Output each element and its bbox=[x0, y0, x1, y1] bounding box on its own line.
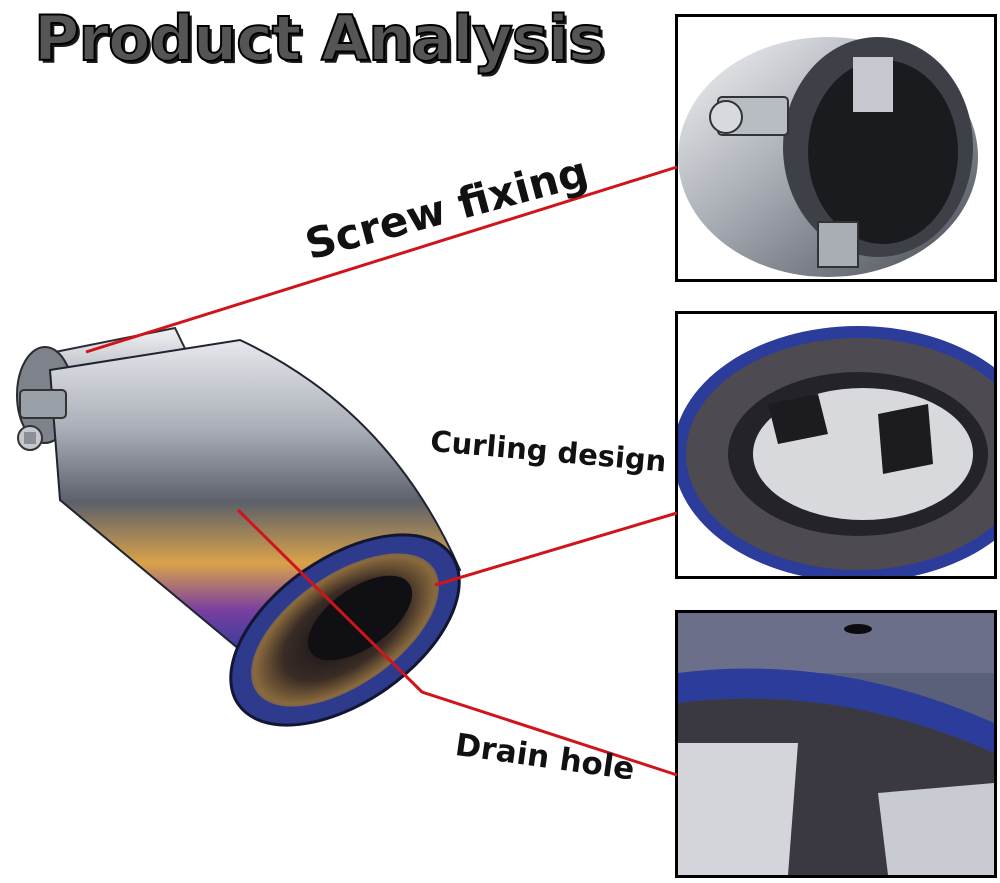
curling-design-detail-panel bbox=[675, 311, 997, 579]
curl-leader-line bbox=[434, 511, 678, 587]
drain-hole-mark bbox=[844, 624, 872, 634]
screw-fixing-detail-panel bbox=[675, 14, 997, 282]
curling-design-detail-image bbox=[678, 314, 994, 576]
screw-leader-line bbox=[85, 165, 678, 354]
screw-fixing-detail-image bbox=[678, 17, 994, 279]
drain-leader-line bbox=[236, 508, 678, 777]
drain-hole-detail-image bbox=[678, 613, 994, 875]
drain-hole-detail-panel bbox=[675, 610, 997, 878]
page-title: Product Analysis bbox=[33, 1, 606, 76]
exhaust-tip-image bbox=[16, 326, 462, 727]
